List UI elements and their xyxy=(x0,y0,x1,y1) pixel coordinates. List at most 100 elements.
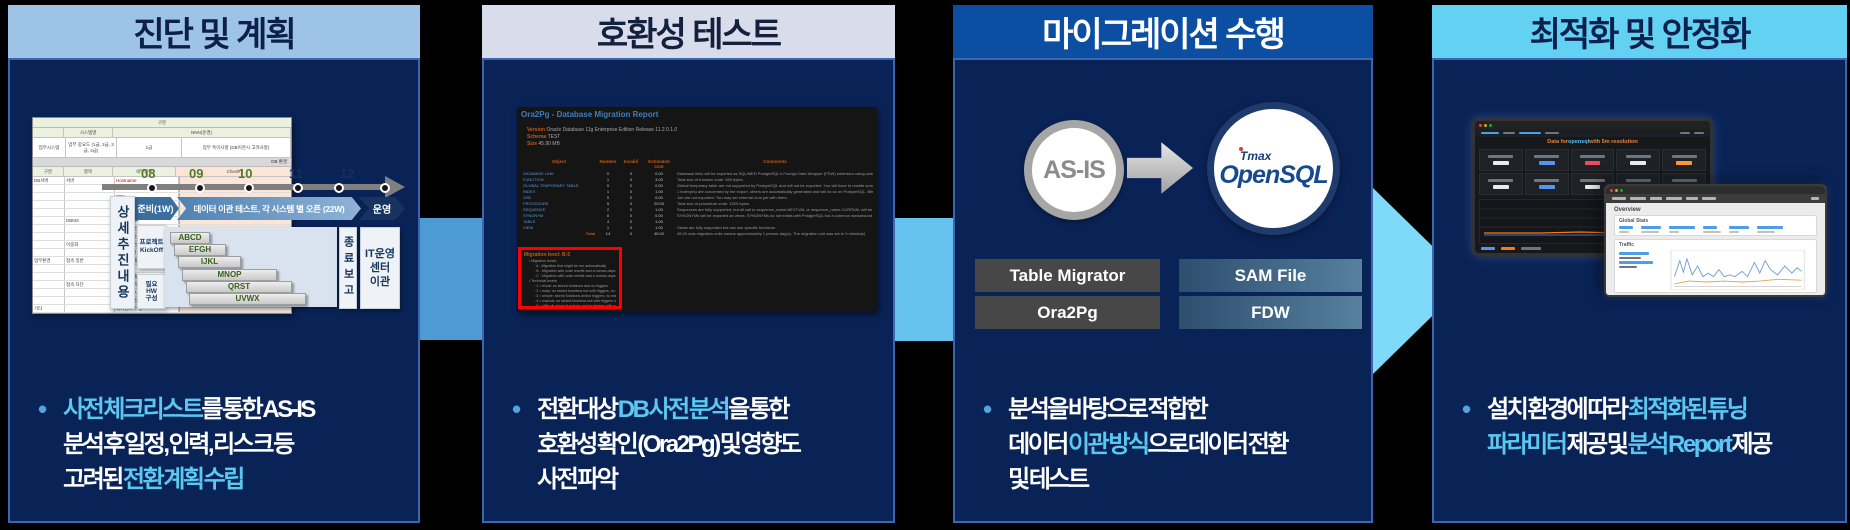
report-column-header: Invalid xyxy=(623,159,639,164)
migration-level-line: • Technical levels: xyxy=(529,279,558,283)
migration-level-line: ◦ 5 = difficult: stored functions and/or… xyxy=(534,304,616,308)
timeline-dot-icon xyxy=(244,182,254,193)
ora2pg-report: Ora2Pg - Database Migration Report Versi… xyxy=(517,107,877,312)
report-column-header: Estimated cost xyxy=(648,159,670,169)
stat-tile xyxy=(1479,173,1523,195)
dashboard-note: Data for opensql with 5m resolution xyxy=(1547,139,1638,145)
opensql-product: OpenSQL xyxy=(1219,160,1328,189)
migration-level-line: • Migration levels: xyxy=(529,259,558,263)
maximize-icon xyxy=(1489,123,1492,127)
stat-tile xyxy=(1479,149,1523,171)
sheet-band-db-env: DB 환경 xyxy=(33,158,291,167)
migration-level-line: ◦ B - Migration with code rewrite and a … xyxy=(534,269,616,273)
banner-prepare: 준비(1W) xyxy=(132,197,179,220)
panel-compatibility-test: 호환성 테스트 Ora2Pg - Database Migration Repo… xyxy=(482,5,895,523)
tmax-brand: Tmax xyxy=(1238,146,1272,163)
stat-tile xyxy=(1616,149,1661,171)
panel-diagnosis-planning: 진단 및 계획 구분 시스템명 NNN(운영) 업무시스템 업무 중요도 (1급… xyxy=(8,5,420,523)
front-stat xyxy=(1641,226,1661,233)
traffic-links xyxy=(1619,250,1659,290)
migration-level-lines: • Migration levels:◦ A - Migration that … xyxy=(524,259,616,308)
migration-level-line: ◦ 4 = manual: no stored functions but wi… xyxy=(534,299,616,303)
detail-plan-label: 상세추진내용 xyxy=(110,196,135,309)
report-column-header: Comments xyxy=(763,159,787,164)
report-meta: Version Oracle Database 11g Enterprise E… xyxy=(527,127,677,148)
bullet-dot: • xyxy=(1462,394,1472,424)
front-stat xyxy=(1703,226,1721,233)
timeline-dot-icon xyxy=(334,182,344,193)
panel-title-diagnosis: 진단 및 계획 xyxy=(8,5,420,58)
tool-ora2pg: Ora2Pg xyxy=(975,296,1160,329)
bullet-dot: • xyxy=(38,394,48,424)
traffic-card: Traffic xyxy=(1614,239,1817,293)
close-icon xyxy=(1610,188,1613,192)
close-icon xyxy=(1479,123,1482,127)
traffic-chart xyxy=(1670,250,1805,290)
sheet-top-title: 구분 xyxy=(33,118,291,128)
front-stats xyxy=(1619,226,1812,233)
report-meta-line: Schema TEST xyxy=(527,134,561,140)
report-meta-line: Size 45.90 MB xyxy=(527,141,560,147)
front-stat xyxy=(1619,226,1633,233)
migration-level-line: ◦ C - Migration with code rewrite and a … xyxy=(534,274,616,278)
stat-tile xyxy=(1662,149,1706,171)
panel-body-migration: AS-IS Tmax OpenSQL Table Migrator SAM Fi… xyxy=(953,58,1373,523)
bullet-dot: • xyxy=(983,394,993,424)
sheet-row-system: 시스템명 NNN(운영) xyxy=(33,128,291,138)
timeline-month: 08 xyxy=(141,166,156,181)
timeline-month: 09 xyxy=(189,166,204,181)
gantt-bar: MNOP xyxy=(182,269,277,281)
timeline-month: 10 xyxy=(238,166,253,181)
panel-body-optimization: Data for opensql with 5m resolution xyxy=(1432,58,1847,523)
front-stat xyxy=(1669,226,1695,233)
report-title: Ora2Pg - Database Migration Report xyxy=(521,110,659,119)
light-window-titlebar xyxy=(1606,186,1825,194)
tool-sam-file: SAM File xyxy=(1179,259,1362,292)
banner-operation: 운영 xyxy=(359,197,405,220)
report-column-header: Object xyxy=(551,159,566,164)
migration-level-line: ◦ 1 = trivial: no stored functions and n… xyxy=(534,284,609,288)
global-stats-card: Global Stats xyxy=(1614,215,1817,236)
migration-arrow-icon xyxy=(1127,142,1193,194)
report-meta-line: Version Oracle Database 11g Enterprise E… xyxy=(527,127,678,133)
minimize-icon xyxy=(1484,123,1487,127)
light-window-toolbar xyxy=(1606,194,1825,203)
stat-tile xyxy=(1524,149,1569,171)
dark-window-titlebar xyxy=(1475,121,1710,129)
migration-level-line: ◦ 2 = easy: no stored functions but with… xyxy=(534,289,616,293)
gantt-bar: UVWX xyxy=(189,293,306,305)
panel-migration-execution: 마이그레이션 수행 AS-IS Tmax OpenSQL Table Migra… xyxy=(953,5,1373,523)
panel-title-compatibility: 호환성 테스트 xyxy=(482,5,895,58)
migration-level-title: Migration level: B-5 xyxy=(524,252,571,258)
connector-step2-step3 xyxy=(895,218,955,341)
kickoff-box: 프로젝트 KickOff xyxy=(137,225,166,269)
dark-window-toolbar xyxy=(1475,129,1710,137)
bullet-dot: • xyxy=(512,394,522,424)
timeline-month: 12 xyxy=(340,166,355,181)
minimize-icon xyxy=(1615,188,1618,192)
asis-circle: AS-IS xyxy=(1024,120,1124,220)
stat-tile xyxy=(1570,149,1615,171)
closing-report-box: 종료보고 xyxy=(339,227,357,309)
gantt-bar: EFGH xyxy=(174,244,226,256)
panel-optimization: 최적화 및 안정화 xyxy=(1432,5,1847,523)
timeline-dot-icon xyxy=(195,182,205,193)
stat-tile xyxy=(1524,173,1569,195)
stat-tile xyxy=(1570,173,1615,195)
hw-box: 필요 HW 구성 xyxy=(137,274,166,309)
it-center-box: IT운영 센터 이관 xyxy=(360,227,400,309)
panel-title-migration: 마이그레이션 수행 xyxy=(953,5,1373,58)
tool-table-migrator: Table Migrator xyxy=(975,259,1160,292)
